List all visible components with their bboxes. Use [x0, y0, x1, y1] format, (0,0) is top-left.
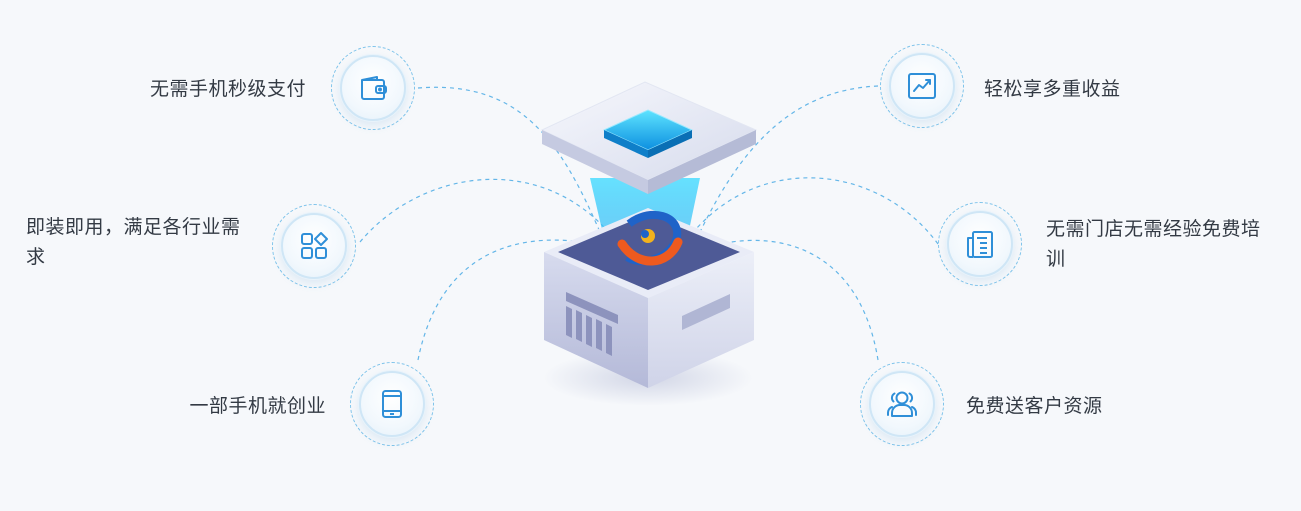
feature-label-training: 无需门店无需经验免费培训	[1046, 218, 1261, 270]
feature-circle-profit	[880, 44, 964, 128]
connector-line	[417, 86, 601, 233]
feature-label-payment: 无需手机秒级支付	[149, 78, 306, 100]
feature-label-profit: 轻松享多重收益	[984, 78, 1121, 100]
document-icon	[967, 231, 993, 258]
feature-label-customers: 免费送客户资源	[966, 395, 1103, 417]
feature-circle-customers	[860, 362, 944, 446]
trend-chart-icon	[908, 73, 936, 99]
wallet-icon	[361, 76, 387, 100]
feature-circle-payment	[331, 46, 415, 130]
feature-label-entrepreneur: 一部手机就创业	[189, 395, 326, 417]
connector-line	[417, 239, 595, 361]
feature-label-ready-to-use: 即装即用，满足各行业需求	[26, 216, 241, 268]
server-illustration	[540, 81, 758, 406]
feature-circle-training	[938, 202, 1022, 286]
server-base	[544, 208, 754, 388]
apps-grid-icon	[301, 232, 328, 259]
brand-logo	[614, 210, 683, 266]
server-top-lid	[540, 81, 758, 194]
tablet-icon	[382, 390, 402, 418]
users-icon	[887, 391, 917, 417]
feature-circle-ready-to-use	[272, 204, 356, 288]
feature-circle-entrepreneur	[350, 362, 434, 446]
connector-line	[699, 85, 879, 233]
